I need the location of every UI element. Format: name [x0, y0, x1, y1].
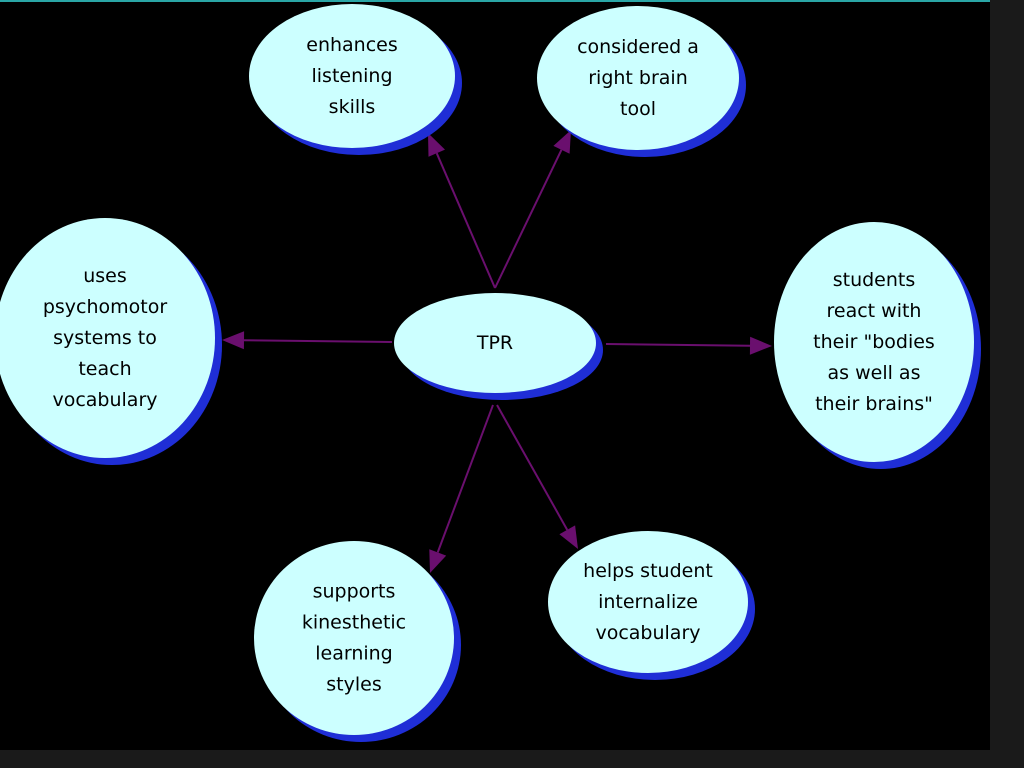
arrow-tpr-to-enhances-listening — [428, 133, 496, 289]
node-label-line: kinesthetic — [302, 612, 406, 634]
node-label-line: react with — [827, 300, 922, 322]
node-ellipse — [0, 218, 215, 458]
node-internalize: helps student internalize vocabulary — [548, 531, 755, 680]
arrow-line — [605, 343, 751, 347]
arrow-head — [749, 336, 772, 355]
node-label-line: enhances — [306, 34, 398, 56]
center-label: TPR — [476, 332, 513, 354]
node-label-line: helps student — [583, 560, 713, 582]
node-label-line: students — [833, 269, 916, 291]
node-label-line: their brains" — [815, 393, 933, 415]
arrow-head — [429, 549, 447, 573]
node-ellipse — [249, 4, 455, 148]
node-label-line: styles — [326, 674, 381, 696]
node-students-react: students react with their "bodies as well a… — [774, 222, 981, 469]
edges-layer — [222, 130, 772, 573]
arrow-line — [496, 404, 569, 531]
node-label-line: teach — [78, 358, 131, 380]
node-label-line: considered a — [577, 36, 699, 58]
node-ellipse — [774, 222, 974, 462]
node-label-line: listening — [311, 65, 392, 87]
node-label-line: vocabulary — [52, 389, 157, 411]
node-label-line: right brain — [588, 67, 688, 89]
node-ellipse — [537, 6, 739, 150]
node-label-line: uses — [83, 265, 127, 287]
arrow-head — [222, 331, 245, 350]
node-label-line: skills — [329, 96, 376, 118]
node-psychomotor: uses psychomotor systems to teach vocabulary — [0, 218, 222, 465]
node-right-brain: considered a right brain tool — [537, 6, 746, 157]
node-label-line: internalize — [598, 591, 698, 613]
arrow-tpr-to-psychomotor — [222, 331, 393, 350]
node-label-line: learning — [315, 643, 393, 665]
node-label-line: tool — [620, 98, 656, 120]
arrow-head — [553, 130, 571, 154]
node-ellipse — [394, 293, 596, 393]
arrow-tpr-to-students-react — [605, 336, 772, 355]
node-ellipse — [254, 541, 454, 735]
node-label-line: psychomotor — [43, 296, 168, 318]
arrow-line — [243, 339, 393, 343]
node-label-line: vocabulary — [595, 622, 700, 644]
node-enhances-listening: enhances listening skills — [249, 4, 462, 155]
node-kinesthetic: supports kinesthetic learning styles — [254, 541, 461, 742]
arrow-line — [436, 404, 494, 553]
top-border — [0, 0, 990, 2]
node-tpr: TPR — [394, 293, 603, 400]
arrow-tpr-to-kinesthetic — [429, 404, 494, 573]
arrow-head — [428, 133, 445, 157]
arrow-tpr-to-right-brain — [494, 130, 571, 289]
node-ellipse — [548, 531, 748, 673]
arrow-line — [435, 152, 496, 289]
node-label-line: supports — [313, 581, 396, 603]
node-label-line: their "bodies — [813, 331, 935, 353]
node-label-line: systems to — [53, 327, 157, 349]
node-label-line: as well as — [828, 362, 921, 384]
arrow-tpr-to-internalize — [496, 404, 578, 549]
arrow-line — [494, 149, 563, 289]
arrow-head — [559, 525, 578, 549]
nodes-layer: enhances listening skills considered a right… — [0, 4, 981, 742]
